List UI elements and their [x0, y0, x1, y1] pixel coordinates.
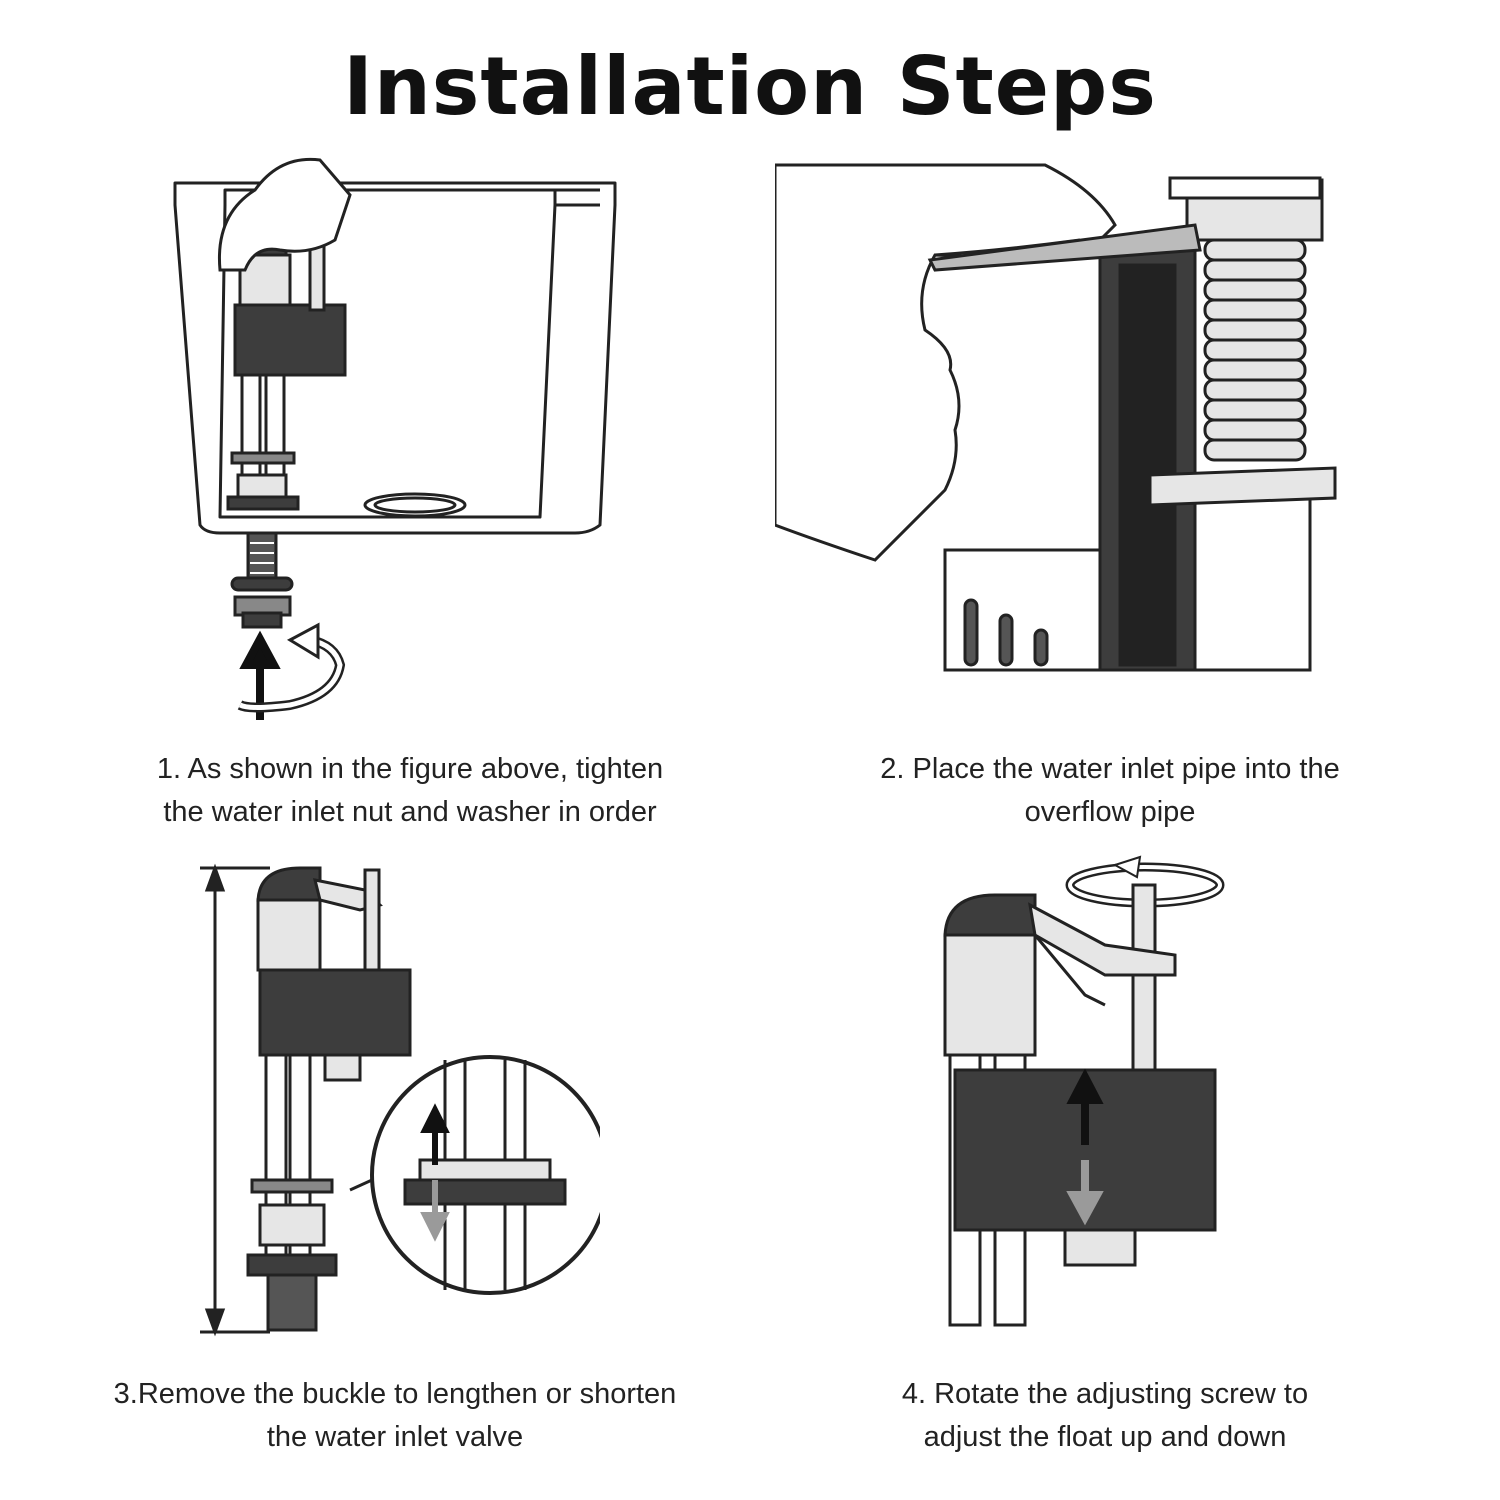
caption-line: adjust the float up and down — [923, 1421, 1287, 1453]
step-4-caption: 4. Rotate the adjusting screw to adjust … — [755, 1373, 1455, 1459]
step-2-illustration — [775, 163, 1337, 672]
down-arrow-icon — [1066, 1160, 1104, 1226]
caption-line: 3.Remove the buckle to lengthen or short… — [113, 1378, 677, 1410]
page-title: Installation Steps — [343, 40, 1157, 133]
up-arrow-icon — [420, 1103, 450, 1165]
up-arrow-icon — [239, 630, 281, 720]
caption-line: 1. As shown in the figure above, tighten — [156, 753, 664, 785]
step-1-caption: 1. As shown in the figure above, tighten… — [60, 748, 760, 834]
caption-line: the water inlet valve — [266, 1421, 524, 1453]
step-2-caption: 2. Place the water inlet pipe into the o… — [760, 748, 1460, 834]
step-4-illustration — [943, 855, 1225, 1327]
caption-line: the water inlet nut and washer in order — [163, 796, 657, 828]
step-3-illustration — [200, 863, 600, 1337]
step-3-caption: 3.Remove the buckle to lengthen or short… — [45, 1373, 745, 1459]
caption-line: overflow pipe — [1024, 796, 1196, 828]
hand-icon — [217, 157, 352, 272]
caption-line: 2. Place the water inlet pipe into the — [880, 753, 1340, 785]
hand-icon — [775, 163, 1117, 562]
up-arrow-icon — [1066, 1068, 1104, 1145]
down-arrow-icon — [420, 1180, 450, 1242]
step-1-illustration — [173, 157, 617, 720]
caption-line: 4. Rotate the adjusting screw to — [901, 1378, 1309, 1410]
rotate-arrow-icon — [237, 622, 346, 713]
